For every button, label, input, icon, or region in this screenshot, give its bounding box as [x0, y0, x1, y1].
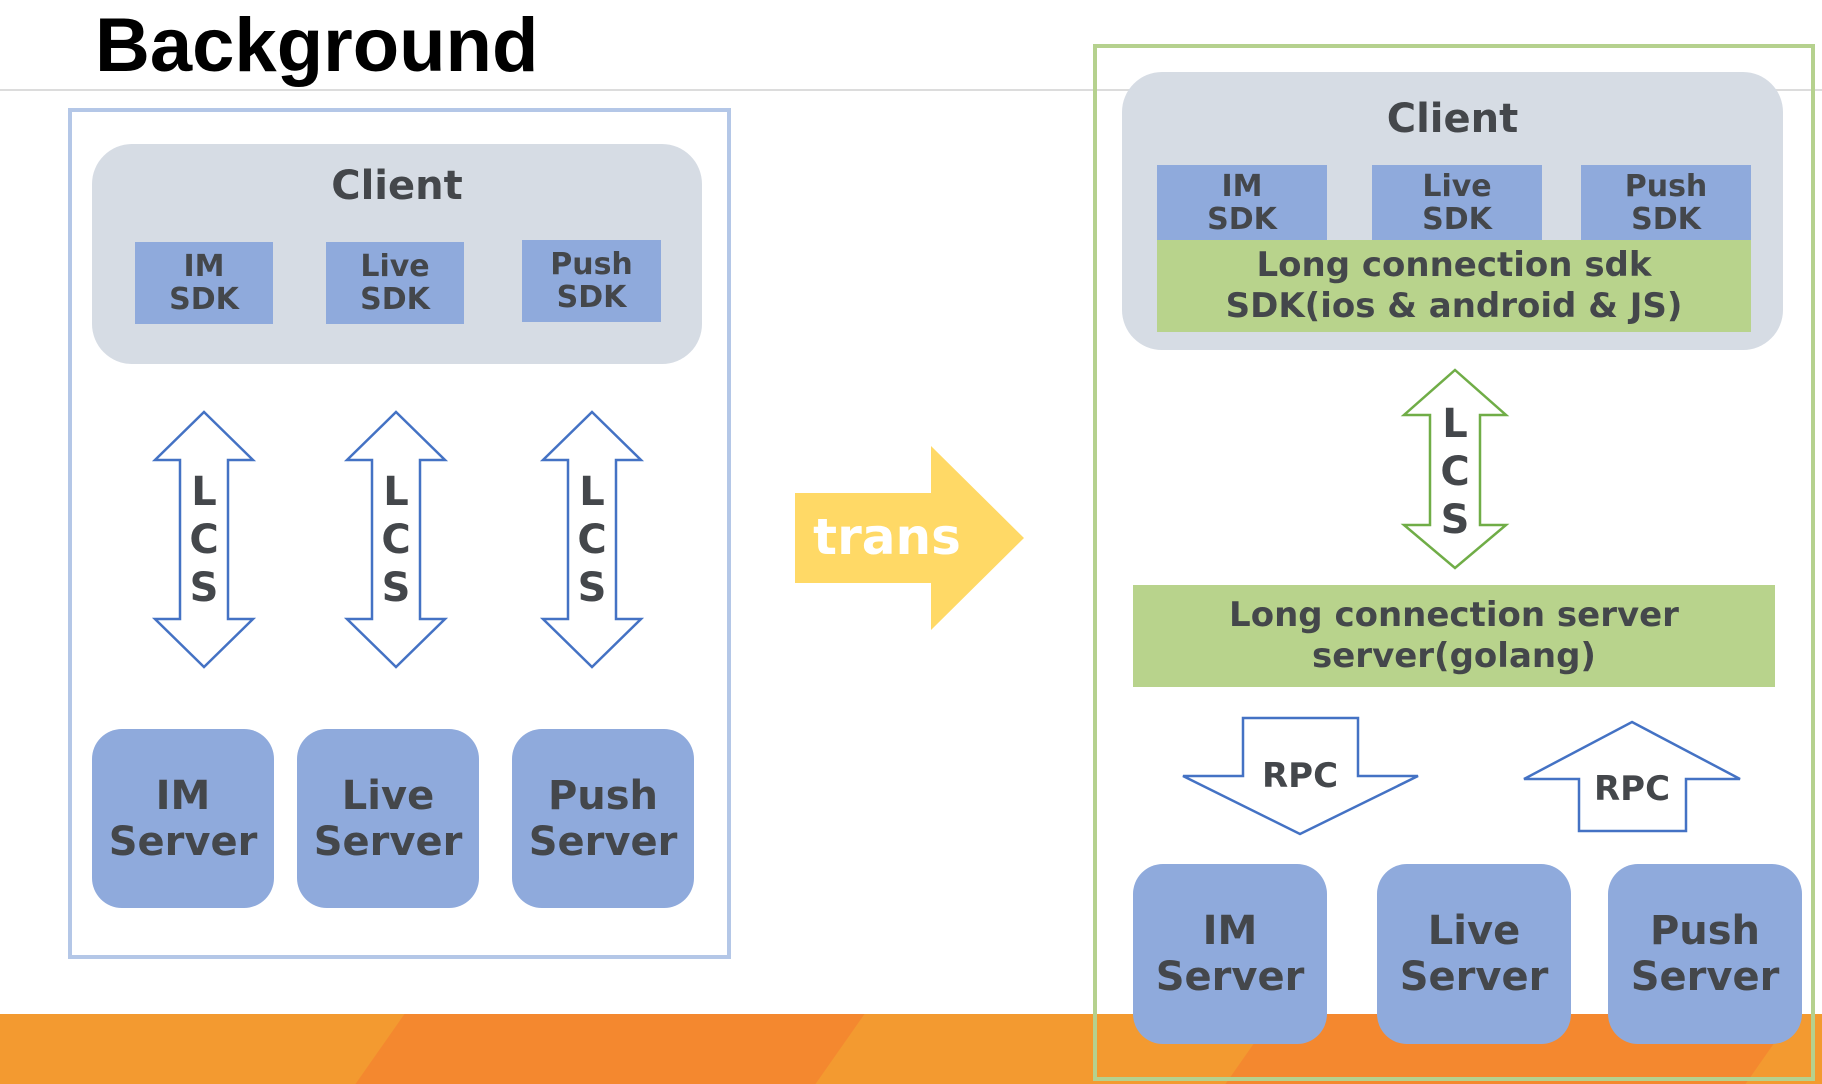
lcs-double-arrow-icon	[539, 410, 645, 669]
long-connection-sdk-line2: SDK(ios & android & JS)	[1225, 286, 1683, 326]
left-lcs-label-3: L C S	[577, 469, 607, 611]
right-arrow-icon	[795, 446, 1024, 630]
long-connection-sdk-line1: Long connection sdk	[1256, 245, 1652, 286]
left-live-server: Live Server	[297, 729, 479, 908]
left-im-server: IM Server	[92, 729, 274, 908]
right-lcs-label: L C S	[1440, 401, 1470, 543]
page-title: Background	[95, 3, 539, 88]
trans-label: trans	[813, 508, 961, 566]
current-architecture-panel	[68, 108, 731, 959]
target-architecture-panel	[1093, 44, 1815, 1081]
rpc-down-arrow-icon	[1182, 716, 1419, 836]
long-connection-server-bar: Long connection server server(golang)	[1133, 585, 1775, 687]
right-push-server: Push Server	[1608, 864, 1802, 1044]
right-live-server: Live Server	[1377, 864, 1571, 1044]
right-im-server: IM Server	[1133, 864, 1327, 1044]
right-push-sdk: Push SDK	[1581, 165, 1751, 241]
long-connection-sdk-bar: Long connection sdk SDK(ios & android & …	[1157, 240, 1751, 332]
long-connection-server-line1: Long connection server	[1229, 595, 1679, 636]
left-push-server: Push Server	[512, 729, 694, 908]
left-client-title: Client	[331, 163, 463, 209]
right-im-sdk: IM SDK	[1157, 165, 1327, 241]
lcs-double-arrow-icon	[1400, 368, 1510, 570]
right-client-title: Client	[1386, 96, 1519, 142]
lcs-double-arrow-icon	[151, 410, 257, 669]
rpc-down-label: RPC	[1261, 756, 1339, 796]
rpc-up-arrow-icon	[1523, 720, 1741, 833]
right-live-sdk: Live SDK	[1372, 165, 1542, 241]
long-connection-server-line2: server(golang)	[1312, 636, 1596, 676]
left-im-sdk: IM SDK	[135, 242, 273, 324]
left-live-sdk: Live SDK	[326, 242, 464, 324]
rpc-up-label: RPC	[1593, 769, 1671, 809]
left-lcs-label-1: L C S	[189, 469, 219, 611]
title-divider	[0, 89, 1822, 91]
left-push-sdk: Push SDK	[522, 240, 661, 322]
left-lcs-label-2: L C S	[381, 469, 411, 611]
lcs-double-arrow-icon	[343, 410, 449, 669]
